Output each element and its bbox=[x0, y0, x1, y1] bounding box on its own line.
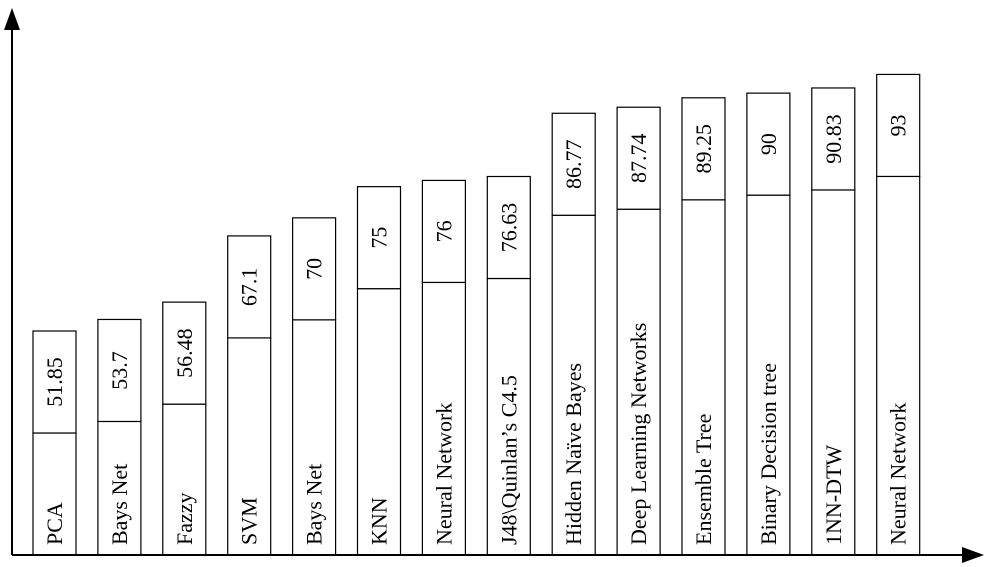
bar-value-box bbox=[551, 112, 596, 216]
data-label: 93 bbox=[886, 114, 911, 136]
category-label: Deep Learning Networks bbox=[626, 323, 651, 545]
data-label: 53.7 bbox=[107, 351, 132, 390]
bar-value-box bbox=[421, 179, 466, 284]
bar-category-box bbox=[551, 214, 596, 556]
category-label: Neural Network bbox=[431, 403, 456, 545]
data-label: 56.48 bbox=[172, 328, 197, 378]
category-label: Ensemble Tree bbox=[691, 414, 716, 545]
category-label: Hidden Naïve Bayes bbox=[561, 363, 586, 545]
bar-category-box bbox=[356, 288, 402, 556]
bar-value-box bbox=[32, 330, 77, 434]
bar-value-box bbox=[681, 97, 726, 201]
bar-value-box bbox=[162, 301, 207, 405]
category-label: J48\Quinlan’s C4.5 bbox=[496, 375, 521, 545]
bar-12: 90.83 1NN-DTW bbox=[811, 87, 856, 556]
category-label: SVM bbox=[237, 497, 262, 545]
bar-value-box bbox=[97, 318, 142, 423]
bar-category-box bbox=[616, 208, 661, 556]
bar-value-box bbox=[486, 175, 531, 280]
category-label: PCA bbox=[42, 502, 67, 545]
category-label: KNN bbox=[367, 497, 392, 545]
bar-value-box bbox=[876, 73, 921, 178]
bar-category-box bbox=[876, 175, 921, 556]
data-label: 76 bbox=[431, 220, 456, 242]
data-label: 67.1 bbox=[237, 268, 262, 307]
data-label: 51.85 bbox=[42, 357, 67, 407]
bar-value-box bbox=[811, 87, 856, 191]
category-label: 1NN-DTW bbox=[821, 445, 846, 545]
bar-value-box bbox=[227, 235, 272, 339]
data-label: 90.83 bbox=[821, 114, 846, 164]
data-label: 87.74 bbox=[626, 133, 651, 183]
bar-category-box bbox=[681, 199, 726, 556]
bar-value-box bbox=[356, 186, 402, 290]
data-label: 70 bbox=[302, 258, 327, 280]
bar-value-box bbox=[746, 92, 791, 196]
data-label: 86.77 bbox=[561, 140, 586, 190]
bar-category-box bbox=[746, 194, 791, 556]
y-axis-arrow bbox=[4, 8, 20, 30]
data-label: 75 bbox=[367, 227, 392, 249]
bar-category-box bbox=[32, 432, 77, 556]
category-label: Bays Net bbox=[107, 464, 132, 545]
data-label: 76.63 bbox=[496, 203, 521, 253]
bar-value-box bbox=[292, 217, 337, 321]
category-label: Bays Net bbox=[302, 464, 327, 545]
data-label: 89.25 bbox=[691, 124, 716, 174]
x-axis-arrow bbox=[962, 547, 984, 563]
category-label: Binary Decision tree bbox=[756, 363, 781, 545]
bar-category-box bbox=[811, 189, 856, 556]
category-label: Neural Network bbox=[886, 403, 911, 545]
category-label: Fazzy bbox=[172, 492, 197, 545]
axes-group bbox=[4, 8, 984, 563]
bar-value-box bbox=[616, 106, 661, 210]
data-label: 90 bbox=[756, 133, 781, 155]
